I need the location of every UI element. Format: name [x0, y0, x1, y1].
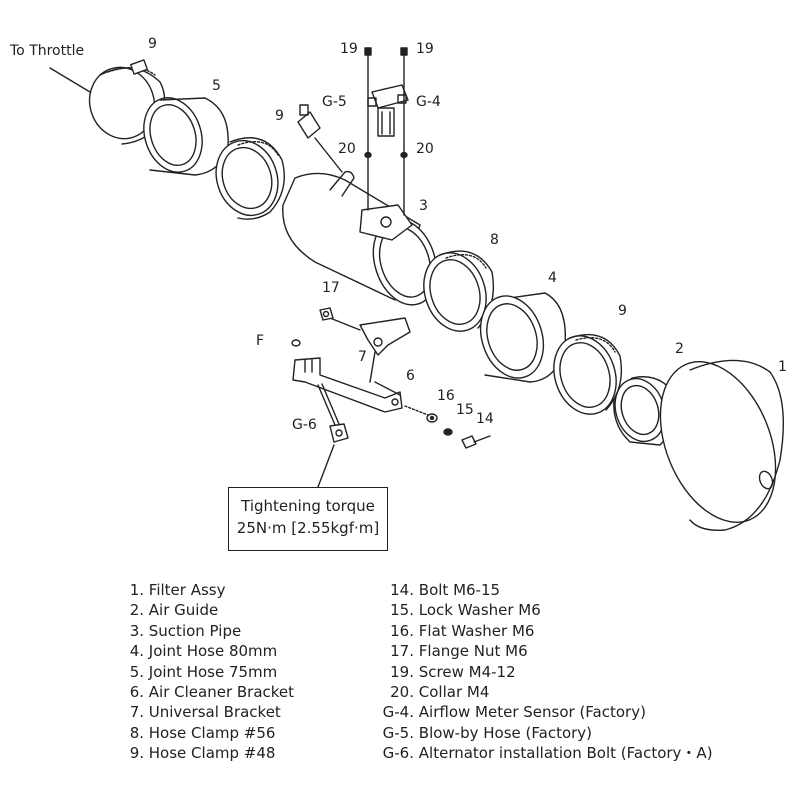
callout-g5: G-5: [322, 94, 347, 110]
callout-4: 4: [548, 270, 557, 286]
callout-9-top: 9: [148, 36, 157, 52]
list-item: 6. Air Cleaner Bracket: [129, 683, 295, 702]
list-item: 3. Suction Pipe: [129, 621, 242, 640]
list-item: 17. Flange Nut M6: [390, 642, 528, 661]
washers-and-bolt: [426, 413, 491, 449]
throttle-leader-line: [49, 67, 91, 93]
list-item: 15. Lock Washer M6: [390, 601, 541, 620]
callout-17: 17: [322, 280, 340, 296]
list-item: 4. Joint Hose 80mm: [129, 642, 278, 661]
parts-list-right: 14. Bolt M6-15 15. Lock Washer M6 16. Fl…: [372, 580, 713, 764]
callout-9-small: 9: [275, 108, 284, 124]
callout-3: 3: [419, 198, 428, 214]
list-item: 9. Hose Clamp #48: [129, 744, 276, 763]
hose-clamp-small-9: [297, 104, 321, 139]
callout-2: 2: [675, 341, 684, 357]
callout-19-left: 19: [340, 41, 358, 57]
callout-16: 16: [437, 388, 455, 404]
joint-hose-5: [143, 97, 229, 176]
airflow-meter-sensor-g4: [367, 84, 409, 137]
to-throttle-label: To Throttle: [10, 43, 85, 59]
callout-14: 14: [476, 411, 494, 427]
f-washer: [291, 339, 301, 347]
bracket-6-connector: [369, 351, 376, 383]
list-item: 2. Air Guide: [129, 601, 219, 620]
bracket-leader-17: [329, 317, 361, 331]
callout-20-left: 20: [338, 141, 356, 157]
tightening-torque-box: Tightening torque 25N·m [2.55kgf·m]: [228, 487, 388, 551]
suction-pipe-3: [282, 170, 438, 306]
g5-hose-leader: [314, 137, 343, 173]
callout-7: 7: [358, 349, 367, 365]
callout-15: 15: [456, 402, 474, 418]
list-item: 16. Flat Washer M6: [390, 621, 535, 640]
list-item: 1. Filter Assy: [129, 581, 226, 599]
alternator-bolt-g6: [317, 383, 349, 443]
universal-bracket-7: [359, 317, 411, 356]
flange-nut-17: [319, 307, 334, 321]
filter-assy-1: [659, 359, 784, 531]
air-cleaner-bracket-6: [292, 357, 403, 413]
callout-5: 5: [212, 78, 221, 94]
hose-clamp-9-middle: [215, 137, 285, 220]
torque-title: Tightening torque: [241, 497, 375, 515]
callout-19-right: 19: [416, 41, 434, 57]
joint-hose-4: [479, 292, 567, 383]
list-item: G-6. Alternator installation Bolt (Facto…: [382, 744, 713, 763]
torque-box-leader: [317, 444, 335, 488]
list-item: G-4. Airflow Meter Sensor (Factory): [382, 703, 646, 722]
callout-g6: G-6: [292, 417, 317, 433]
callout-9-right: 9: [618, 303, 627, 319]
screws-and-collars: [364, 47, 408, 216]
list-item: 20. Collar M4: [390, 683, 490, 702]
callout-f: F: [256, 333, 265, 349]
list-item: 7. Universal Bracket: [129, 703, 281, 722]
list-item: 5. Joint Hose 75mm: [129, 662, 278, 681]
torque-value: 25N·m [2.55kgf·m]: [236, 519, 380, 537]
list-item: 14. Bolt M6-15: [390, 581, 501, 599]
parts-list-left: 1. Filter Assy 2. Air Guide 3. Suction P…: [116, 580, 294, 764]
list-item: 19. Screw M4-12: [390, 662, 516, 681]
callout-g4: G-4: [416, 94, 441, 110]
callout-6: 6: [406, 368, 415, 384]
callout-1: 1: [778, 359, 787, 375]
callout-20-right: 20: [416, 141, 434, 157]
list-item: G-5. Blow-by Hose (Factory): [382, 723, 593, 742]
callout-8: 8: [490, 232, 499, 248]
list-item: 8. Hose Clamp #56: [129, 723, 276, 742]
